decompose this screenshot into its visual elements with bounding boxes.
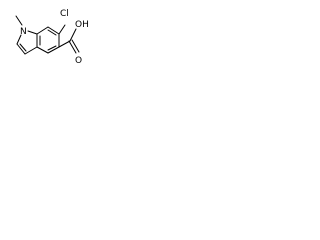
bond-c3-c3a bbox=[24, 46, 38, 55]
bond-c7a-c7 bbox=[36, 26, 49, 35]
bond-c4-c3a bbox=[36, 46, 49, 54]
bond-n1-c2 bbox=[16, 34, 22, 45]
bond-c7a-n1 bbox=[27, 30, 38, 35]
bond-c2-c3-inner bbox=[19, 43, 27, 52]
carboxyl-group bbox=[58, 28, 80, 54]
atom-label-hydroxyl: OH bbox=[75, 20, 89, 30]
benzene-ring bbox=[36, 26, 60, 54]
bond-carboxyl-o-double bbox=[71, 39, 80, 53]
molecule-svg: Cl OH O N bbox=[15, 9, 89, 66]
bond-c5-c4 bbox=[47, 46, 60, 54]
atom-label-carbonyl-oxygen: O bbox=[75, 56, 82, 66]
pyrrole-ring bbox=[16, 30, 38, 55]
atom-label-chlorine: Cl bbox=[60, 9, 69, 19]
bond-carboxyl-o bbox=[68, 40, 77, 54]
bond-c5-c4-inner bbox=[47, 45, 57, 51]
bond-n1-methyl bbox=[15, 15, 23, 26]
bond-c2-c3 bbox=[16, 43, 26, 55]
structure-diagram: Cl OH O N bbox=[0, 0, 121, 76]
atom-label-nitrogen: N bbox=[20, 27, 27, 37]
bond-carboxyl-oh bbox=[69, 28, 77, 42]
bond-c5-carboxyl bbox=[58, 40, 71, 48]
bond-c6-cl bbox=[58, 24, 66, 35]
bond-c7-c6 bbox=[47, 26, 60, 35]
bond-c7-c6-inner bbox=[47, 29, 57, 36]
